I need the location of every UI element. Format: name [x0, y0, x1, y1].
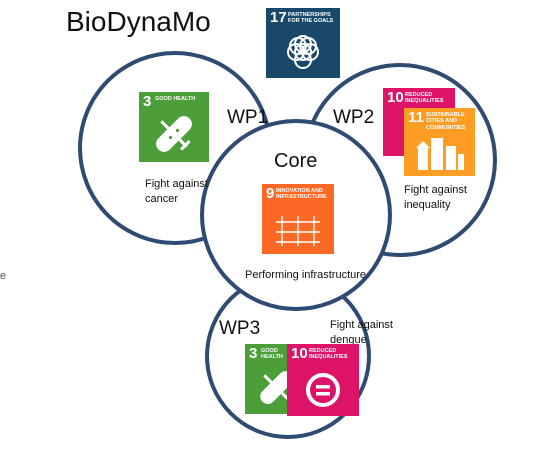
wp3-reduced-inequalities-tile: 10 REDUCED INEQUALITIES	[287, 344, 359, 416]
sdg17-tile: 17 PARTNERSHIPS FOR THE GOALS	[266, 8, 340, 78]
equality-circle-icon	[306, 373, 340, 407]
wp3-caption: Fight against dengue	[330, 319, 393, 346]
core-label: Core	[274, 150, 318, 172]
wp2-sustainable-cities-tile: 11 SUSTAINABLE CITIES AND COMMUNITIES	[404, 108, 475, 176]
wp2-front-tile-label: SUSTAINABLE CITIES AND COMMUNITIES	[426, 112, 466, 131]
core-innovation-tile: 9 INNOVATION AND INFRASTRUCTURE	[262, 184, 334, 254]
core-tile-label: INNOVATION AND INFRASTRUCTURE	[276, 188, 327, 201]
core-tile-number: 9	[266, 185, 275, 202]
diagram-title: BioDynaMo	[66, 6, 211, 37]
wp2-back-tile-label: REDUCED INEQUALITIES	[405, 92, 444, 105]
wp1-tile-number: 3	[143, 93, 152, 110]
sdg17-label: PARTNERSHIPS FOR THE GOALS	[288, 12, 334, 25]
edge-text-fragment: e	[0, 270, 7, 282]
infrastructure-cubes-icon	[276, 216, 320, 246]
wp3-tile-a-number: 3	[249, 345, 258, 362]
wp1-label: WP1	[227, 107, 269, 128]
partnership-flower-icon	[287, 35, 319, 69]
health-bandage-icon	[260, 371, 293, 404]
wp3-label: WP3	[219, 318, 261, 339]
wp2-back-tile-number: 10	[387, 89, 404, 106]
wp3-tile-a-label: GOOD HEALTH	[261, 348, 283, 361]
wp2-label: WP2	[333, 107, 375, 128]
wp3-tile-b-number: 10	[291, 345, 308, 362]
core-caption: Performing infrastructure	[245, 269, 367, 281]
wp2-caption: Fight against inequality	[404, 184, 467, 211]
city-buildings-icon	[416, 138, 464, 170]
wp2-front-tile-number: 11	[408, 109, 424, 126]
health-bandage-icon	[156, 116, 192, 152]
sdg17-number: 17	[270, 9, 287, 26]
wp3-tile-b-label: REDUCED INEQUALITIES	[309, 348, 348, 361]
wp1-good-health-tile: 3 GOOD HEALTH	[139, 92, 209, 162]
wp1-tile-label: GOOD HEALTH	[155, 96, 196, 102]
wp1-caption: Fight against cancer	[145, 178, 208, 205]
